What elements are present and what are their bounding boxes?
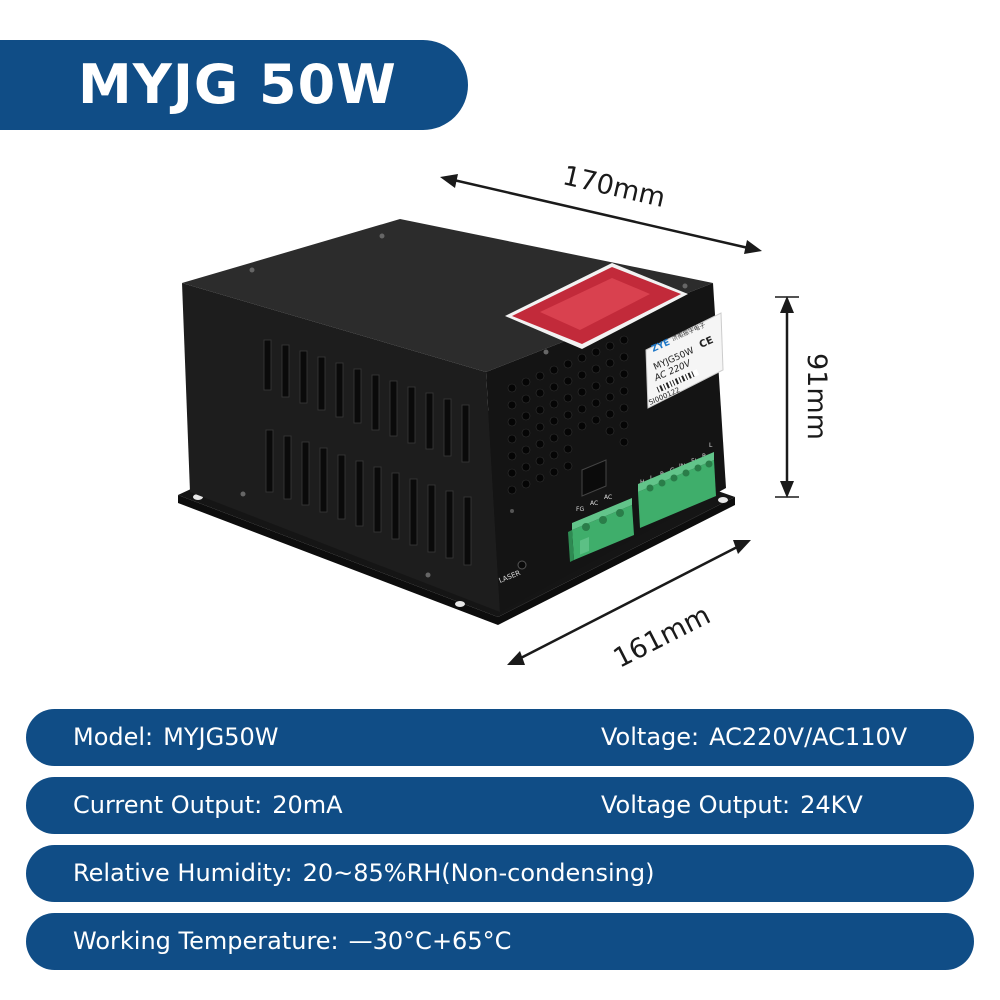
- spec-voltage: Voltage: AC220V/AC110V: [601, 709, 907, 766]
- left-vents: [263, 339, 472, 566]
- spec-row-temperature: Working Temperature: —30°C+65°C: [26, 913, 974, 970]
- dimension-length: 170mm: [560, 160, 668, 214]
- svg-text:AC: AC: [590, 500, 598, 507]
- spec-label: Current Output:: [73, 791, 263, 819]
- spec-temperature: Working Temperature: —30°C+65°C: [73, 913, 511, 970]
- warning-label: [505, 263, 688, 349]
- spec-humidity: Relative Humidity: 20~85%RH(Non-condensin…: [73, 845, 654, 902]
- spec-label: Voltage Output:: [601, 791, 791, 819]
- spec-label: Model:: [73, 723, 154, 751]
- spec-model: Model: MYJG50W: [73, 709, 278, 766]
- spec-value: MYJG50W: [163, 723, 279, 751]
- spec-label: Voltage:: [601, 723, 700, 751]
- product-title: MYJG 50W: [78, 53, 397, 116]
- dimension-height: 91mm: [801, 353, 832, 440]
- product-illustration: ZYE 济南振宇电子 MYJG50W CE AC 220V SI000122 F…: [178, 160, 832, 675]
- label-ce: CE: [698, 335, 716, 351]
- spec-row-model-voltage: Model: MYJG50W Voltage: AC220V/AC110V: [26, 709, 974, 766]
- spec-value: 20mA: [272, 791, 343, 819]
- svg-text:FG: FG: [576, 506, 584, 513]
- terminal-block-control: [638, 452, 716, 528]
- spec-value: AC220V/AC110V: [709, 723, 908, 751]
- spec-row-humidity: Relative Humidity: 20~85%RH(Non-condensin…: [26, 845, 974, 902]
- product-label: ZYE 济南振宇电子 MYJG50W CE AC 220V SI000122: [645, 312, 724, 409]
- spec-value: 20~85%RH(Non-condensing): [302, 859, 655, 887]
- spec-voltage-output: Voltage Output: 24KV: [601, 777, 863, 834]
- svg-text:L: L: [709, 442, 713, 449]
- spec-label: Relative Humidity:: [73, 859, 293, 887]
- spec-label: Working Temperature:: [73, 927, 339, 955]
- front-vent-holes: [507, 335, 629, 495]
- case-left-face: [182, 283, 500, 612]
- dimension-arrows: [440, 174, 799, 665]
- spec-value: —30°C+65°C: [348, 927, 512, 955]
- dimension-depth: 161mm: [609, 600, 716, 675]
- spec-current-output: Current Output: 20mA: [73, 777, 343, 834]
- spec-row-current-voltage-output: Current Output: 20mA Voltage Output: 24KV: [26, 777, 974, 834]
- title-banner: MYJG 50W: [0, 40, 468, 130]
- barcode-icon: [655, 369, 700, 393]
- terminal-block-ac: [568, 498, 634, 562]
- spec-value: 24KV: [800, 791, 863, 819]
- laser-indicator: [517, 560, 527, 570]
- svg-text:AC: AC: [604, 494, 612, 501]
